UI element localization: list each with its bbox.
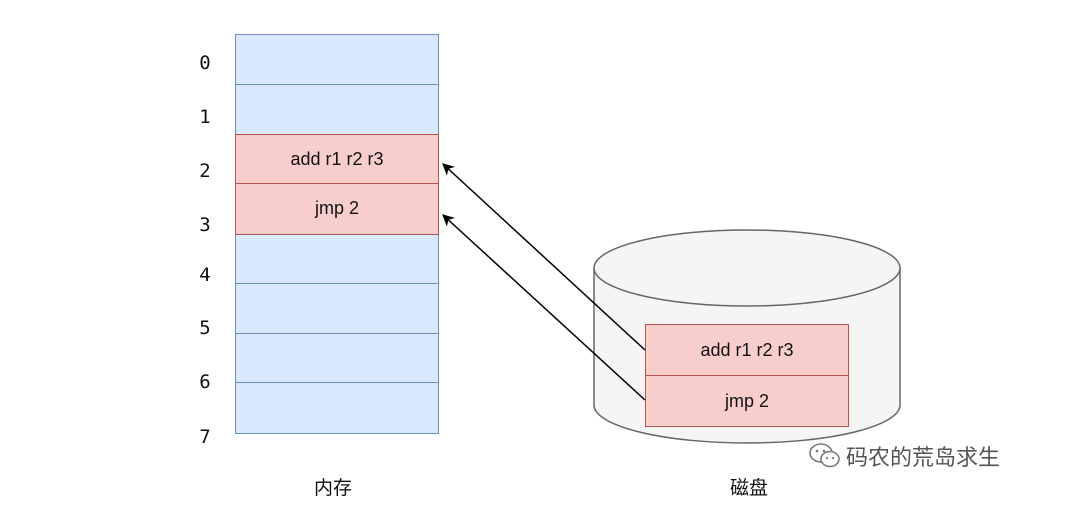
- address-label-0: 0: [199, 52, 211, 74]
- address-label-6: 6: [199, 371, 211, 393]
- disk-caption: 磁盘: [730, 477, 769, 499]
- address-label-7: 7: [199, 426, 211, 448]
- disk-top: [593, 229, 901, 307]
- address-label-5: 5: [199, 317, 211, 339]
- memory-cell-5: [235, 282, 439, 334]
- memory-cell-1: [235, 83, 439, 135]
- memory-cell-6: [235, 332, 439, 384]
- disk-cell-1: jmp 2: [645, 375, 849, 427]
- address-label-4: 4: [199, 264, 211, 286]
- watermark: 码农的荒岛求生: [808, 440, 1000, 472]
- memory-caption: 内存: [314, 477, 353, 499]
- address-label-1: 1: [199, 106, 211, 128]
- address-label-2: 2: [199, 160, 211, 182]
- memory-column: add r1 r2 r3 jmp 2: [235, 34, 439, 434]
- memory-cell-2: add r1 r2 r3: [235, 133, 439, 185]
- memory-cell-3: jmp 2: [235, 183, 439, 235]
- disk-cell-0: add r1 r2 r3: [645, 324, 849, 376]
- wechat-icon: [809, 443, 840, 468]
- watermark-text: 码农的荒岛求生: [846, 446, 1001, 471]
- address-label-3: 3: [199, 214, 211, 236]
- memory-cell-7: [235, 382, 439, 434]
